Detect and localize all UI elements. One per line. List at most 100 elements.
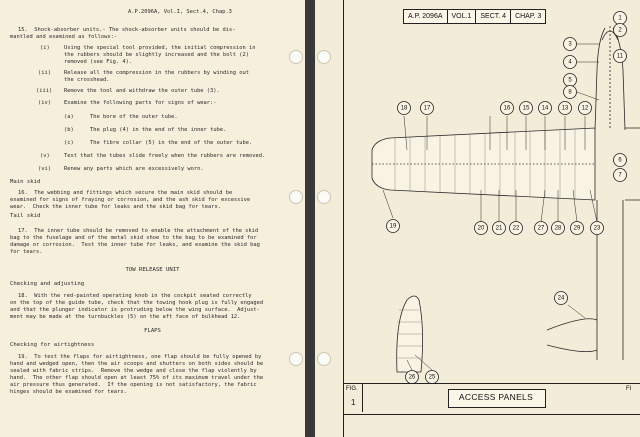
callout-number: 29 bbox=[574, 225, 581, 231]
para18-line1: 18. With the red-painted operating knob … bbox=[18, 293, 252, 299]
callout-number: 26 bbox=[409, 374, 416, 380]
item-iv-text: Examine the following parts for signs of… bbox=[64, 100, 217, 106]
item-i-line1: Using the special tool provided, the ini… bbox=[64, 45, 256, 51]
punch-hole bbox=[289, 190, 303, 204]
item-ii-line2: the crosshead. bbox=[64, 77, 110, 83]
ref-vol: VOL.1 bbox=[448, 10, 477, 23]
item-i-num: (i) bbox=[40, 45, 50, 51]
para17-line1: 17. The inner tube should be removed to … bbox=[18, 228, 259, 234]
callout-number: 14 bbox=[542, 105, 549, 111]
callout-circle bbox=[551, 221, 565, 235]
callout-circle bbox=[509, 221, 523, 235]
ref-ap: A.P. 2096A bbox=[404, 10, 448, 23]
item-c-text: The fibre collar (5) in the end of the o… bbox=[90, 140, 253, 146]
callout-circle bbox=[397, 101, 411, 115]
para18-line3: and that the plunger indicator is protru… bbox=[10, 307, 260, 313]
para15-line2: mantled and examined as follows:- bbox=[10, 34, 118, 40]
punch-hole bbox=[289, 50, 303, 64]
figure-frame bbox=[343, 0, 640, 437]
item-ii-num: (ii) bbox=[38, 70, 51, 76]
figure-number: 1 bbox=[351, 398, 356, 407]
callout-19: 19 bbox=[386, 219, 400, 233]
item-vi-text: Renew any parts which are excessively wo… bbox=[64, 166, 204, 172]
callout-14: 14 bbox=[538, 101, 552, 115]
callout-circle bbox=[554, 291, 568, 305]
para18-line4: ment may be made at the turnbuckles (5) … bbox=[10, 314, 241, 320]
callout-circle bbox=[538, 101, 552, 115]
callout-8: 8 bbox=[563, 85, 577, 99]
figure-number-box bbox=[344, 384, 363, 412]
item-b-num: (b) bbox=[64, 127, 74, 133]
item-iv-num: (iv) bbox=[38, 100, 51, 106]
wing-outline bbox=[371, 127, 596, 201]
checking-adjusting-heading: Checking and adjusting bbox=[10, 281, 85, 287]
callout-23: 23 bbox=[590, 221, 604, 235]
ref-sect: SECT. 4 bbox=[476, 10, 512, 23]
book-gutter bbox=[305, 0, 315, 437]
callout-number: 21 bbox=[496, 225, 503, 231]
checking-airtightness-heading: Checking for airtightness bbox=[10, 342, 95, 348]
callout-2: 2 bbox=[613, 23, 627, 37]
item-a-num: (a) bbox=[64, 114, 74, 120]
callout-17: 17 bbox=[420, 101, 434, 115]
callout-7: 7 bbox=[613, 168, 627, 182]
callout-26: 26 bbox=[405, 370, 419, 384]
callout-18: 18 bbox=[397, 101, 411, 115]
callout-25: 25 bbox=[425, 370, 439, 384]
para15-line1: 15. Shock-absorber units.- The shock-abs… bbox=[18, 27, 236, 33]
title-strip bbox=[343, 383, 640, 415]
item-c-num: (c) bbox=[64, 140, 74, 146]
callout-21: 21 bbox=[492, 221, 506, 235]
callout-number: 18 bbox=[401, 105, 408, 111]
callout-3: 3 bbox=[563, 37, 577, 51]
callout-circle bbox=[563, 55, 577, 69]
callout-24: 24 bbox=[554, 291, 568, 305]
para19-line2: hand and wedged open, then the air scoop… bbox=[10, 361, 264, 367]
flaps-heading: FLAPS bbox=[144, 328, 161, 334]
figure-caption: ACCESS PANELS bbox=[458, 392, 534, 402]
callout-22: 22 bbox=[509, 221, 523, 235]
callout-number: 16 bbox=[504, 105, 511, 111]
callout-number: 11 bbox=[617, 53, 624, 59]
para19-line1: 19. To test the flaps for airtightness, … bbox=[18, 354, 262, 360]
callout-number: 1 bbox=[618, 15, 622, 21]
callout-number: 8 bbox=[568, 89, 572, 95]
callout-number: 19 bbox=[390, 223, 397, 229]
para18-line2: on the top of the guide tube, check that… bbox=[10, 300, 264, 306]
punch-hole bbox=[317, 352, 331, 366]
callout-20: 20 bbox=[474, 221, 488, 235]
ref-chap: CHAP. 3 bbox=[515, 13, 542, 20]
para16-line1: 16. The webbing and fittings which secur… bbox=[18, 190, 233, 196]
callout-circle bbox=[613, 153, 627, 167]
callout-6: 6 bbox=[613, 153, 627, 167]
item-ii-line1: Release all the compression in the rubbe… bbox=[64, 70, 249, 76]
callout-12: 12 bbox=[578, 101, 592, 115]
callout-circle bbox=[474, 221, 488, 235]
callout-leaders bbox=[382, 43, 600, 371]
para17-line3: damage or corrosion. Test the inner tube… bbox=[10, 242, 260, 248]
callout-circle bbox=[420, 101, 434, 115]
callout-number: 3 bbox=[568, 41, 572, 47]
callout-circle bbox=[492, 221, 506, 235]
callout-15: 15 bbox=[519, 101, 533, 115]
item-vi-num: (vi) bbox=[38, 166, 51, 172]
callout-number: 5 bbox=[568, 77, 572, 83]
tailplane-left bbox=[546, 318, 598, 353]
callout-circle bbox=[578, 101, 592, 115]
punch-hole bbox=[317, 190, 331, 204]
right-page: A.P. 2096A VOL.1 SECT. 4 CHAP. 3 bbox=[315, 0, 640, 437]
page-header: A.P.2096A, Vol.I, Sect.4, Chap.3 bbox=[128, 9, 232, 15]
wing-right-stub bbox=[625, 127, 640, 201]
callout-1: 1 bbox=[613, 11, 627, 25]
para16-line2: examined for signs of fraying or corrosi… bbox=[10, 197, 251, 203]
tail-skid-heading: Tail skid bbox=[10, 213, 41, 219]
item-v-num: (v) bbox=[40, 153, 50, 159]
tow-release-heading: TOW RELEASE UNIT bbox=[125, 267, 180, 273]
para19-line5: air pressure thus generated. If the open… bbox=[10, 382, 257, 388]
callout-number: 22 bbox=[513, 225, 520, 231]
callout-circle bbox=[534, 221, 548, 235]
callout-circle bbox=[570, 221, 584, 235]
callout-11: 11 bbox=[613, 49, 627, 63]
